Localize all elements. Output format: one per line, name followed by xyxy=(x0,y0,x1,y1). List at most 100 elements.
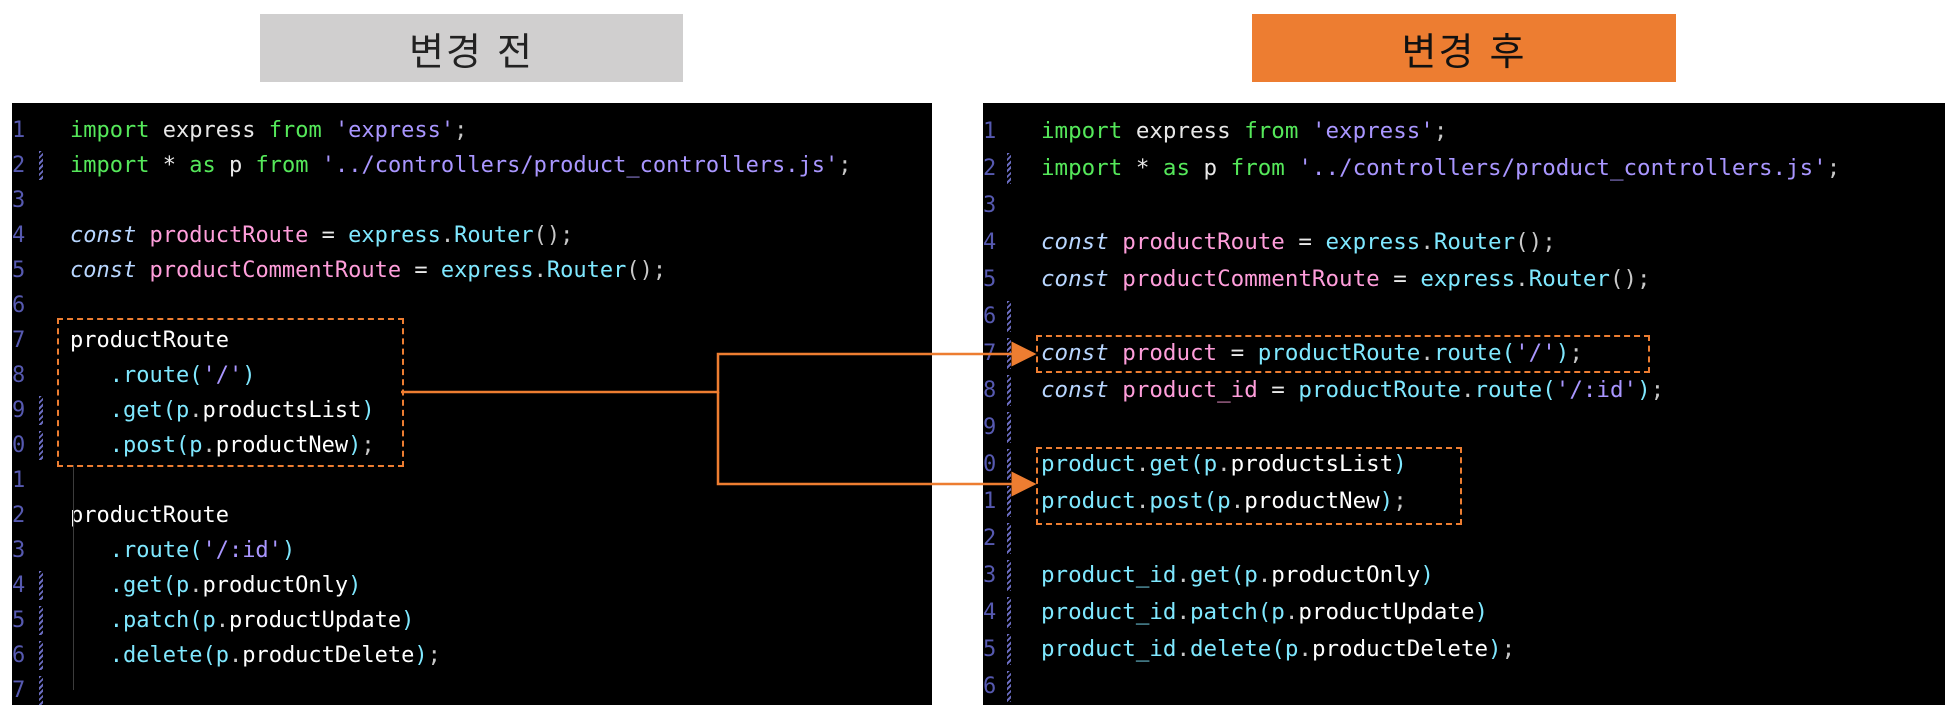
code-token: ; xyxy=(1501,636,1516,662)
code-token: ) xyxy=(1379,488,1394,514)
code-token: (); xyxy=(1609,266,1651,292)
code-token: ( xyxy=(1271,636,1285,662)
code-token: productRoute xyxy=(70,328,229,353)
code-token: . xyxy=(1176,636,1191,662)
change-marker xyxy=(1007,597,1011,628)
code-token: ( xyxy=(1203,488,1218,514)
code-token: import xyxy=(70,118,150,143)
code-token: . xyxy=(202,433,216,458)
code-token: .delete( xyxy=(70,643,216,668)
line-number: 4 xyxy=(983,230,997,255)
change-marker xyxy=(39,676,43,705)
code-token: const xyxy=(70,223,137,248)
code-token: productDelete xyxy=(1311,636,1489,662)
code-line: product.get(p.productsList) xyxy=(1041,446,1407,483)
line-number: 7 xyxy=(983,341,997,366)
code-token: '/' xyxy=(202,363,243,388)
code-token: . xyxy=(1176,562,1191,588)
code-token: product xyxy=(1041,451,1136,477)
code-token: (); xyxy=(1515,229,1556,255)
line-number: 4 xyxy=(983,600,997,625)
code-line: product.post(p.productNew); xyxy=(1041,483,1407,520)
code-token: productRoute xyxy=(70,503,229,528)
code-line: .route('/:id') xyxy=(70,533,295,568)
code-line: .get(p.productsList) xyxy=(70,393,375,428)
line-number: 5 xyxy=(12,258,26,283)
code-token: from xyxy=(255,153,309,178)
code-token: Router xyxy=(454,223,534,248)
code-token: Router xyxy=(546,258,627,283)
line-number: 3 xyxy=(983,563,997,588)
code-token: p xyxy=(1217,488,1231,514)
code-token: productsList xyxy=(202,398,362,423)
code-token: ) xyxy=(281,538,296,563)
line-number: 4 xyxy=(12,573,26,598)
code-line: .get(p.productOnly) xyxy=(70,568,362,603)
line-number: 1 xyxy=(12,118,26,143)
code-token: . xyxy=(215,608,229,633)
code-token xyxy=(308,153,321,178)
code-token: . xyxy=(228,643,243,668)
line-number: 6 xyxy=(983,304,997,329)
code-token: express xyxy=(440,258,534,283)
change-marker xyxy=(1007,486,1011,517)
line-number: 6 xyxy=(12,293,26,318)
code-token: Router xyxy=(1528,266,1610,292)
code-token: . xyxy=(1135,488,1150,514)
line-number: 3 xyxy=(983,193,997,218)
line-number: 5 xyxy=(983,637,997,662)
code-token: * xyxy=(1122,155,1163,181)
code-token: . xyxy=(1176,599,1191,625)
line-number: 3 xyxy=(12,538,26,563)
code-token: . xyxy=(1284,599,1299,625)
line-number: 3 xyxy=(12,188,26,213)
code-token: productRoute xyxy=(1298,377,1461,403)
line-number: 9 xyxy=(983,415,997,440)
code-token: productUpdate xyxy=(1298,599,1475,625)
code-token: const xyxy=(1041,266,1109,292)
code-token: . xyxy=(189,573,203,598)
header-before: 변경 전 xyxy=(260,14,683,82)
code-token: import xyxy=(1041,118,1123,144)
code-token: .route( xyxy=(70,363,203,388)
change-marker xyxy=(1007,301,1011,332)
code-token: ) xyxy=(361,398,375,423)
code-token: . xyxy=(533,258,547,283)
code-token: const xyxy=(1041,377,1109,403)
code-token: ; xyxy=(427,643,441,668)
change-marker xyxy=(1007,523,1011,554)
code-token: ) xyxy=(1420,562,1434,588)
code-line: product_id.patch(p.productUpdate) xyxy=(1041,594,1488,631)
code-token: from xyxy=(1244,118,1299,144)
change-marker xyxy=(1007,338,1011,369)
line-number: 1 xyxy=(983,119,997,144)
change-marker xyxy=(1007,153,1011,184)
code-token: .post( xyxy=(70,433,190,458)
indent-guide xyxy=(73,465,74,690)
code-token: ) xyxy=(348,433,362,458)
code-token: p xyxy=(1203,451,1218,477)
code-line: .route('/') xyxy=(70,358,256,393)
code-token: p xyxy=(1244,562,1258,588)
code-token: p xyxy=(175,573,190,598)
code-token: delete xyxy=(1190,636,1272,662)
code-line: import express from 'express'; xyxy=(70,113,467,148)
code-line: import express from 'express'; xyxy=(1041,113,1447,150)
code-token: .get( xyxy=(70,573,176,598)
code-line: const productCommentRoute = express.Rout… xyxy=(1041,261,1651,298)
code-token: p xyxy=(1284,636,1299,662)
code-token: '../controllers/product_controllers.js' xyxy=(1298,155,1827,181)
code-token: '/:id' xyxy=(202,538,282,563)
code-token: ( xyxy=(1190,451,1204,477)
code-token: . xyxy=(189,398,203,423)
code-token: import xyxy=(70,153,150,178)
code-token: productCommentRoute xyxy=(1108,266,1394,292)
code-token: product_id xyxy=(1041,636,1177,662)
code-token: = xyxy=(1393,266,1421,292)
code-token: productNew xyxy=(215,433,349,458)
code-token: = xyxy=(414,258,441,283)
code-token: p xyxy=(202,608,216,633)
code-token: get xyxy=(1190,562,1231,588)
code-token: product_id xyxy=(1108,377,1272,403)
